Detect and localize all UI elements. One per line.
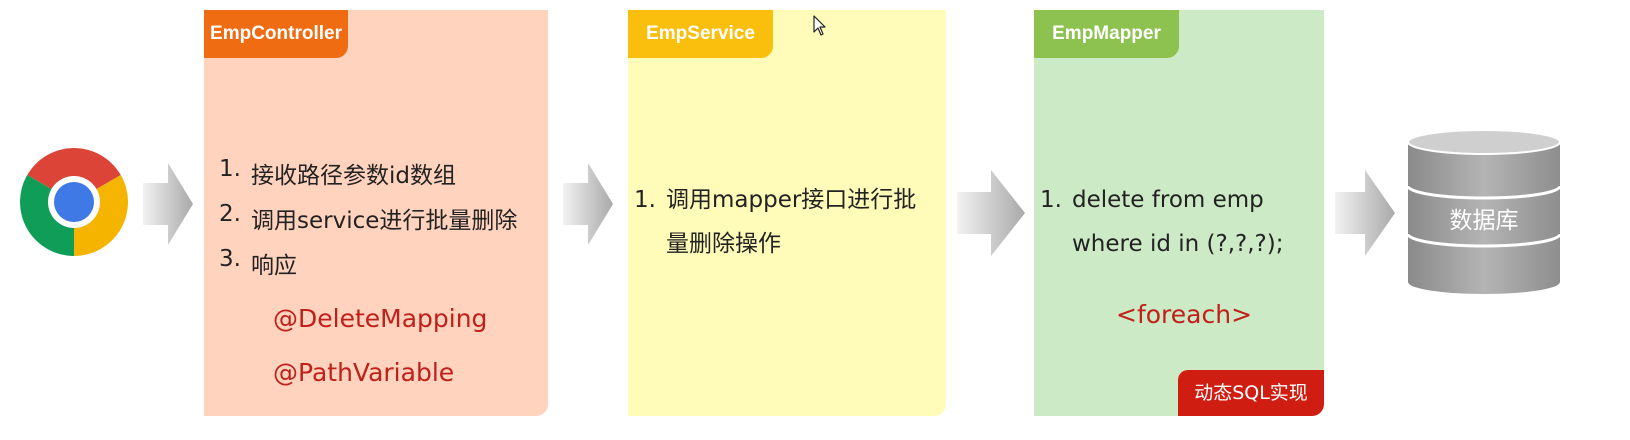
foreach-annotation: <foreach> bbox=[1116, 300, 1253, 329]
sql-line-2: where id in (?,?,?); bbox=[1072, 231, 1284, 257]
step-number: 1. bbox=[634, 187, 656, 213]
step-number: 1. bbox=[219, 156, 241, 182]
step-text: 调用mapper接口进行批 量删除操作 bbox=[666, 178, 916, 266]
step-text: 调用service进行批量删除 bbox=[251, 208, 518, 234]
controller-tab: EmpController bbox=[204, 10, 348, 58]
chrome-icon bbox=[20, 148, 128, 256]
mapper-tab: EmpMapper bbox=[1034, 10, 1179, 58]
delete-mapping-annotation: @DeleteMapping bbox=[273, 304, 488, 333]
controller-steps: 1. 接收路径参数id数组 2. 调用service进行批量删除 3. 响应 bbox=[219, 156, 544, 291]
service-panel: EmpService 1. 调用mapper接口进行批 量删除操作 bbox=[628, 10, 946, 416]
step-text-line-1: 调用mapper接口进行批 bbox=[666, 187, 917, 213]
database-icon bbox=[1406, 129, 1562, 294]
service-steps: 1. 调用mapper接口进行批 量删除操作 bbox=[634, 178, 940, 266]
step-number: 3. bbox=[219, 246, 241, 272]
database-label: 数据库 bbox=[1449, 208, 1519, 234]
list-item: 1. 接收路径参数id数组 bbox=[219, 156, 544, 201]
list-item: 1. 调用mapper接口进行批 量删除操作 bbox=[634, 178, 940, 266]
cursor-icon bbox=[813, 15, 826, 36]
sql-line-1: delete from emp bbox=[1072, 187, 1264, 213]
mapper-panel: EmpMapper 1. delete from emp where id in… bbox=[1034, 10, 1324, 416]
step-number: 2. bbox=[219, 201, 241, 227]
step-text: 响应 bbox=[251, 253, 297, 279]
dynamic-sql-badge: 动态SQL实现 bbox=[1178, 370, 1324, 416]
step-number: 1. bbox=[1040, 187, 1062, 213]
flow-arrow-2 bbox=[563, 163, 613, 245]
list-item: 2. 调用service进行批量删除 bbox=[219, 201, 544, 246]
step-text: 接收路径参数id数组 bbox=[251, 163, 456, 189]
mapper-steps: 1. delete from emp where id in (?,?,?); bbox=[1040, 178, 1320, 266]
service-tab: EmpService bbox=[628, 10, 773, 58]
controller-panel: EmpController 1. 接收路径参数id数组 2. 调用service进行… bbox=[204, 10, 548, 416]
flow-arrow-3 bbox=[957, 170, 1025, 256]
step-text: delete from emp where id in (?,?,?); bbox=[1072, 178, 1283, 266]
flow-arrow-4 bbox=[1335, 170, 1395, 256]
flow-arrow-1 bbox=[143, 163, 193, 245]
step-text-line-2: 量删除操作 bbox=[666, 231, 781, 257]
list-item: 1. delete from emp where id in (?,?,?); bbox=[1040, 178, 1320, 266]
path-variable-annotation: @PathVariable bbox=[273, 358, 455, 387]
list-item: 3. 响应 bbox=[219, 246, 544, 291]
